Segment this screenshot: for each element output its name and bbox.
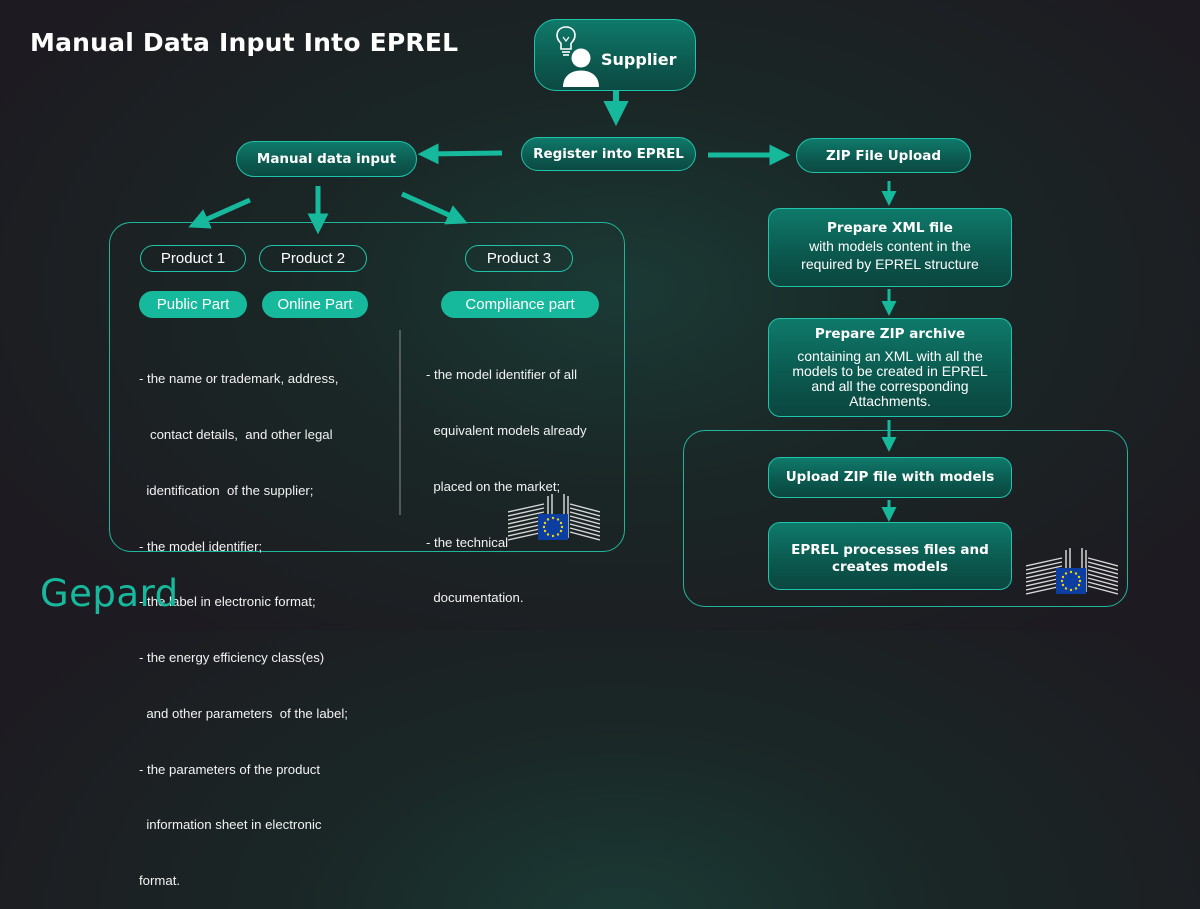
- list-item: - the name or trademark, address,: [139, 371, 339, 387]
- supplier-label: Supplier: [601, 50, 677, 69]
- compliance-part-list: - the model identifier of all equivalent…: [426, 329, 621, 627]
- step-text: models to be created in EPREL: [792, 363, 988, 379]
- eu-commission-building-icon: [508, 494, 600, 541]
- list-item: - the energy efficiency class(es): [139, 650, 325, 666]
- arrow-manual-product1: [188, 197, 252, 229]
- list-item: identification of the supplier;: [139, 482, 314, 498]
- flow-arrows: [188, 90, 897, 522]
- register-node: Register into EPREL: [521, 137, 696, 171]
- person-icon: [563, 48, 599, 87]
- page-title: Manual Data Input Into EPREL: [30, 28, 459, 57]
- list-item: - the label in electronic format;: [139, 594, 316, 610]
- eu-commission-building-icon: [1026, 548, 1118, 595]
- list-item: - the model identifier;: [139, 538, 263, 554]
- product-3-label: Product 3: [465, 245, 573, 272]
- step-text: and all the corresponding: [811, 378, 969, 394]
- public-part-list: - the name or trademark, address, contac…: [139, 333, 399, 909]
- step-title: Prepare ZIP archive: [814, 326, 966, 342]
- eprel-processing-frame: [683, 430, 1128, 607]
- zip-file-upload-node: ZIP File Upload: [796, 138, 971, 173]
- step-text: EPREL processes files and: [791, 542, 989, 558]
- list-item: - the technical: [426, 534, 509, 550]
- product-1-label: Product 1: [140, 245, 246, 272]
- list-item: equivalent models already: [426, 422, 587, 438]
- list-item: contact details, and other legal: [139, 426, 333, 442]
- compliance-part-badge: Compliance part: [441, 291, 599, 318]
- list-item: format.: [139, 873, 181, 889]
- list-item: placed on the market;: [426, 478, 561, 494]
- step-text: containing an XML with all the: [797, 348, 983, 364]
- public-part-badge: Public Part: [139, 291, 247, 318]
- list-item: documentation.: [426, 590, 524, 606]
- manual-data-input-node: Manual data input: [236, 141, 417, 177]
- list-item: and other parameters of the label;: [139, 705, 348, 721]
- list-item: - the model identifier of all: [426, 367, 577, 383]
- eprel-processes-step: EPREL processes files and creates models: [768, 522, 1012, 590]
- manual-input-frame: [109, 222, 625, 552]
- list-item: - the parameters of the product: [139, 761, 321, 777]
- step-text: with models content in the: [809, 238, 971, 254]
- lightbulb-icon: [556, 26, 576, 56]
- supplier-node: Supplier: [534, 19, 696, 91]
- product-2-label: Product 2: [259, 245, 367, 272]
- prepare-zip-step: Prepare ZIP archive containing an XML wi…: [768, 318, 1012, 417]
- arrow-manual-product3: [400, 191, 468, 225]
- upload-zip-step: Upload ZIP file with models: [768, 457, 1012, 498]
- arrow-register-manual: [417, 143, 503, 165]
- online-part-badge: Online Part: [262, 291, 368, 318]
- gepard-logo: Gepard: [40, 572, 179, 615]
- step-text: required by EPREL structure: [801, 256, 979, 272]
- prepare-xml-step: Prepare XML file with models content in …: [768, 208, 1012, 287]
- step-text: creates models: [831, 559, 949, 575]
- step-text: Attachments.: [849, 393, 931, 409]
- list-item: information sheet in electronic: [139, 817, 322, 833]
- step-title: Prepare XML file: [827, 220, 953, 236]
